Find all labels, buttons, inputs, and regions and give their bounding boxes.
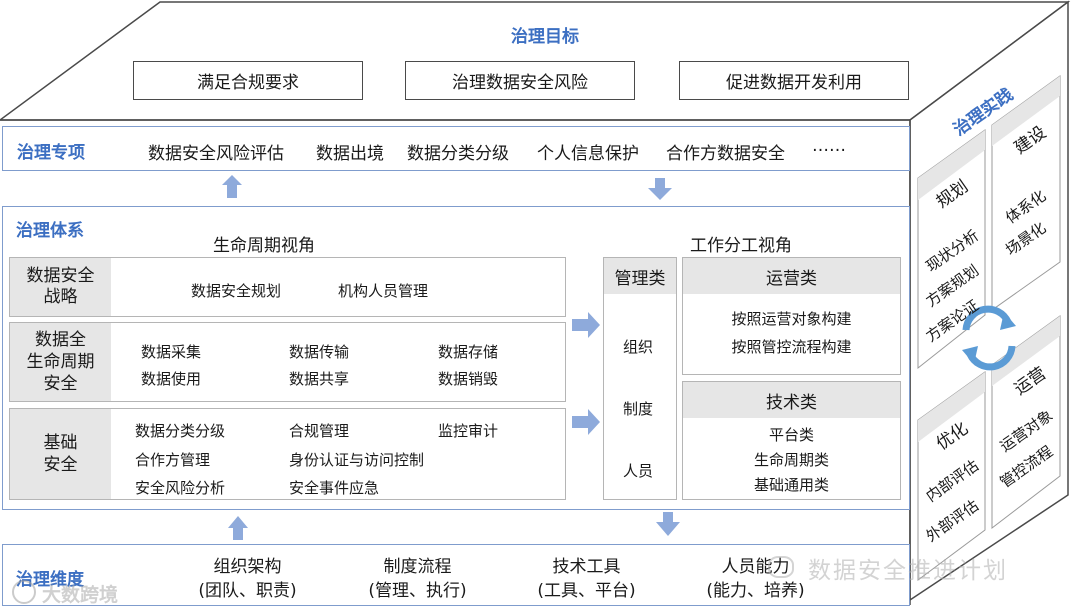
row-item: 数据分类分级 — [135, 422, 226, 440]
dimension-main: 技术工具 — [552, 556, 621, 577]
operations-box — [682, 257, 901, 375]
watermark-logo-right — [768, 556, 794, 578]
special-item: …… — [812, 136, 846, 156]
row-item: 数据安全规划 — [191, 282, 282, 300]
management-box — [603, 257, 677, 500]
row-item: 数据传输 — [289, 343, 350, 361]
dimension-section — [2, 544, 910, 606]
system-section — [2, 206, 910, 510]
technology-item: 基础通用类 — [753, 475, 829, 494]
dimension-main: 人员能力 — [721, 556, 790, 577]
dimension-main: 组织架构 — [213, 556, 282, 577]
technology-box — [682, 381, 901, 500]
division-title: 工作分工视角 — [690, 236, 792, 256]
row-item: 身份认证与访问控制 — [289, 451, 425, 469]
operations-item: 按照运营对象构建 — [731, 309, 852, 328]
watermark-right: 数据安全推进计划 — [808, 558, 1008, 584]
special-item: 数据分类分级 — [407, 144, 509, 164]
watermark-logo-left — [12, 580, 36, 604]
goal-box-3: 促进数据开发利用 — [679, 61, 909, 100]
strategy-row — [9, 257, 566, 317]
special-item: 合作方数据安全 — [666, 144, 785, 164]
row-item: 数据销毁 — [438, 370, 499, 388]
dimension-sub: (团队、职责) — [198, 580, 297, 601]
strategy-label: 数据安全 战略 — [10, 258, 111, 316]
technology-item: 平台类 — [768, 425, 814, 444]
goal-box-2: 治理数据安全风险 — [405, 61, 635, 100]
cycle-icon — [962, 305, 1016, 371]
technology-title: 技术类 — [683, 382, 900, 418]
basic-label: 基础 安全 — [10, 409, 111, 499]
operations-item: 按照管控流程构建 — [731, 337, 852, 356]
goals-title: 治理目标 — [511, 26, 579, 47]
row-item: 数据使用 — [141, 370, 202, 388]
system-title: 治理体系 — [16, 221, 84, 241]
management-title: 管理类 — [604, 258, 676, 294]
lifecycle-title: 生命周期视角 — [213, 236, 315, 256]
row-item: 监控审计 — [438, 422, 499, 440]
row-item: 数据采集 — [141, 343, 202, 361]
row-item: 安全事件应急 — [289, 479, 380, 497]
special-title: 治理专项 — [17, 143, 85, 163]
goal-box-1: 满足合规要求 — [133, 61, 363, 100]
row-item: 数据存储 — [438, 343, 499, 361]
management-item: 制度 — [623, 400, 654, 418]
special-item: 数据出境 — [316, 144, 384, 164]
row-item: 数据共享 — [289, 370, 350, 388]
special-item: 数据安全风险评估 — [148, 144, 284, 164]
row-item: 合规管理 — [289, 422, 350, 440]
dimension-sub: (能力、培养) — [706, 580, 805, 601]
watermark-left: 大数跨境 — [42, 584, 119, 606]
dimension-sub: (管理、执行) — [368, 580, 467, 601]
operations-title: 运营类 — [683, 258, 900, 294]
management-item: 人员 — [623, 462, 654, 480]
lifecycle-row — [9, 322, 566, 402]
lifecycle-label: 数据全 生命周期 安全 — [10, 323, 111, 401]
special-item: 个人信息保护 — [537, 144, 639, 164]
dimension-sub: (工具、平台) — [537, 580, 636, 601]
row-item: 安全风险分析 — [135, 479, 226, 497]
technology-item: 生命周期类 — [753, 450, 829, 469]
special-section — [2, 126, 910, 171]
dimension-main: 制度流程 — [383, 556, 452, 577]
row-item: 合作方管理 — [135, 451, 211, 469]
basic-row — [9, 408, 566, 500]
management-item: 组织 — [623, 338, 654, 356]
row-item: 机构人员管理 — [338, 282, 429, 300]
